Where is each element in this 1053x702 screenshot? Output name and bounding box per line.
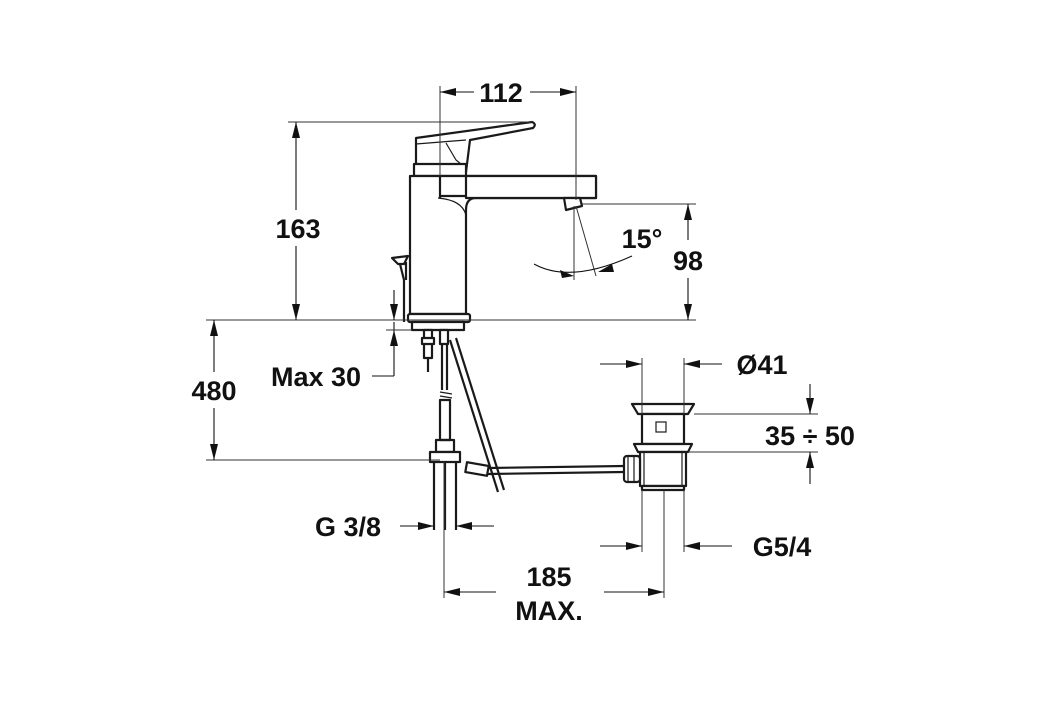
dim-angle: 15° [533, 205, 663, 280]
dim-range-drain: 35 ÷ 50 [688, 384, 855, 484]
dim-thread-drain: G5/4 [600, 490, 811, 562]
faucet-body [406, 120, 598, 332]
dim-height-total-label: 480 [191, 376, 236, 406]
dim-height-total: 480 [191, 320, 440, 461]
dim-diameter-drain-label: Ø41 [736, 350, 787, 380]
dim-height-body: 163 [275, 121, 532, 320]
spout [438, 176, 466, 198]
spout-shadow [437, 197, 467, 314]
drain-assembly [622, 402, 696, 492]
dim-width-top-label: 112 [479, 78, 523, 108]
dim-max-deck-label: Max 30 [271, 362, 361, 392]
base-plate [406, 312, 472, 324]
dim-reach-label: MAX. [515, 596, 583, 626]
spout-body [464, 174, 598, 200]
dim-height-spout-label: 98 [673, 246, 703, 276]
dim-thread-drain-label: G5/4 [753, 532, 812, 562]
dim-diameter-drain: Ø41 [600, 350, 788, 414]
dim-reach-value: 185 [526, 562, 571, 592]
base-ring [410, 320, 466, 332]
popup-rod [390, 254, 410, 322]
aerator [562, 196, 584, 212]
pull-rod [448, 337, 625, 493]
dim-range-drain-label: 35 ÷ 50 [765, 421, 855, 451]
dim-height-spout: 98 [582, 203, 703, 320]
dim-thread-supply-label: G 3/8 [315, 512, 381, 542]
dim-angle-label: 15° [622, 224, 663, 254]
supply-hoses [420, 328, 462, 530]
dim-height-body-label: 163 [275, 214, 320, 244]
dim-thread-supply: G 3/8 [315, 512, 494, 542]
lever-handle [414, 120, 536, 174]
dim-max-deck: Max 30 [271, 290, 412, 392]
dim-width-top: 112 [439, 78, 577, 200]
dim-reach: 185 MAX. [443, 462, 665, 626]
